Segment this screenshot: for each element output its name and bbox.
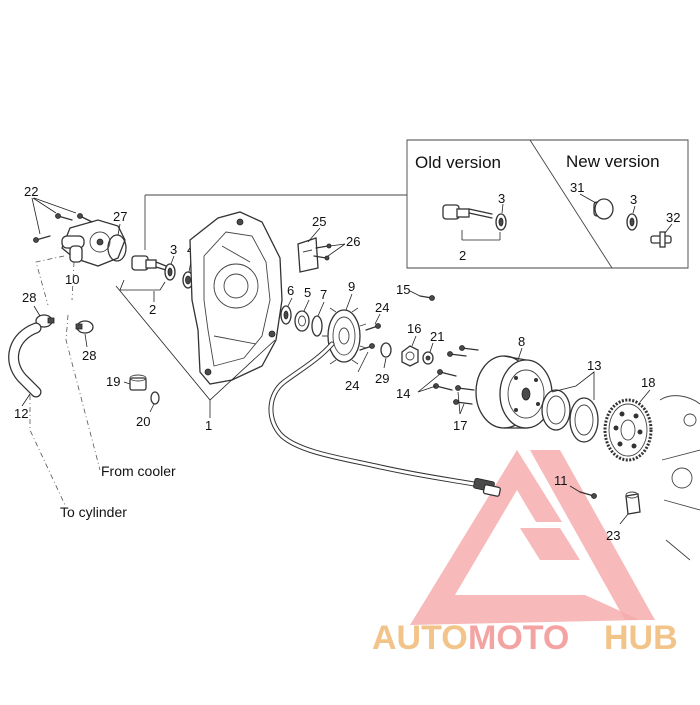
callout-20: 20 bbox=[136, 414, 150, 429]
bearing-5 bbox=[294, 310, 310, 332]
engine-outline bbox=[659, 395, 700, 561]
one-way-clutch-13 bbox=[541, 389, 599, 443]
callout-6: 6 bbox=[287, 283, 294, 298]
logo-triangle-right bbox=[530, 450, 655, 620]
o-ring-7 bbox=[311, 315, 323, 337]
callout-14: 14 bbox=[396, 386, 410, 401]
callout-27: 27 bbox=[113, 209, 127, 224]
flywheel-8 bbox=[475, 355, 553, 429]
callout-7: 7 bbox=[320, 287, 327, 302]
callout-16: 16 bbox=[407, 321, 421, 336]
callout-29: 29 bbox=[375, 371, 389, 386]
screws-17 bbox=[447, 345, 479, 405]
callout-25: 25 bbox=[312, 214, 326, 229]
pump-shaft-2 bbox=[131, 255, 167, 271]
note-to-cylinder: To cylinder bbox=[60, 504, 127, 520]
shaft-pin-32 bbox=[650, 231, 672, 248]
coolant-hose-12 bbox=[8, 322, 42, 398]
o-ring-27 bbox=[107, 234, 127, 262]
screw-11 bbox=[579, 491, 597, 499]
logo-triangle-outer bbox=[410, 450, 640, 625]
version-panel: Old version New version 2 3 bbox=[144, 139, 689, 269]
o-ring-20 bbox=[150, 391, 160, 405]
screw-15 bbox=[419, 295, 435, 301]
callout-8: 8 bbox=[518, 334, 525, 349]
callout-19: 19 bbox=[106, 374, 120, 389]
callout-5: 5 bbox=[304, 285, 311, 300]
logo-word-hub: HUB bbox=[604, 619, 678, 657]
bush-23 bbox=[625, 491, 641, 515]
watermark-logo bbox=[410, 450, 655, 625]
old-version-label: Old version bbox=[415, 153, 501, 172]
logo-triangle-inner bbox=[520, 528, 580, 560]
callout-26: 26 bbox=[346, 234, 360, 249]
callout-11: 11 bbox=[554, 473, 568, 488]
callout-28-left: 28 bbox=[22, 290, 36, 305]
callout-2-old: 2 bbox=[459, 248, 466, 263]
stator-9 bbox=[322, 307, 367, 365]
screws-22 bbox=[33, 213, 93, 243]
washer-29 bbox=[380, 342, 392, 358]
callout-31: 31 bbox=[570, 180, 584, 195]
watermark-text: AUTO MOTO HUB bbox=[372, 619, 678, 657]
callout-22: 22 bbox=[24, 184, 38, 199]
hose-clamp-28-right bbox=[75, 320, 94, 334]
callout-3: 3 bbox=[170, 242, 177, 257]
callout-10: 10 bbox=[65, 272, 79, 287]
callout-9: 9 bbox=[348, 279, 355, 294]
callout-1: 1 bbox=[205, 418, 212, 433]
water-pump-cover bbox=[61, 219, 126, 267]
logo-word-auto: AUTO bbox=[372, 619, 468, 657]
bolts-24 bbox=[359, 323, 381, 351]
note-from-cooler: From cooler bbox=[101, 463, 176, 479]
callout-3-old: 3 bbox=[498, 191, 505, 206]
hose-clamp-28-left bbox=[35, 314, 55, 328]
bracket-25 bbox=[297, 237, 319, 273]
pump-shaft-new bbox=[593, 198, 614, 220]
callout-2: 2 bbox=[149, 302, 156, 317]
callout-15: 15 bbox=[396, 282, 410, 297]
callout-21: 21 bbox=[430, 329, 444, 344]
screws-14 bbox=[433, 369, 457, 391]
callout-12: 12 bbox=[14, 406, 28, 421]
callout-3-new: 3 bbox=[630, 192, 637, 207]
callout-24-top: 24 bbox=[375, 300, 389, 315]
callout-32: 32 bbox=[666, 210, 680, 225]
new-version-label: New version bbox=[566, 152, 660, 171]
callout-13: 13 bbox=[587, 358, 601, 373]
callout-23: 23 bbox=[606, 528, 620, 543]
logo-word-moto: MOTO bbox=[468, 619, 569, 657]
starter-gear-18 bbox=[603, 398, 653, 462]
pump-shaft-old bbox=[442, 204, 493, 220]
plug-19 bbox=[129, 374, 147, 391]
nut-16 bbox=[401, 345, 419, 367]
wiring-harness bbox=[268, 341, 501, 497]
callout-24-bottom: 24 bbox=[345, 378, 359, 393]
callout-18: 18 bbox=[641, 375, 655, 390]
callout-17: 17 bbox=[453, 418, 467, 433]
callout-28-right: 28 bbox=[82, 348, 96, 363]
crankcase-cover-1 bbox=[189, 211, 283, 385]
